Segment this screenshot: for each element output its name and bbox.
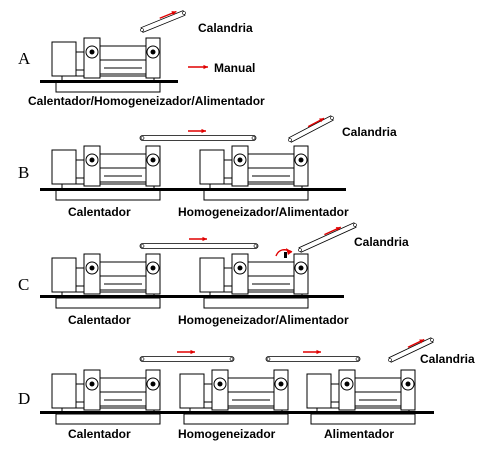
ground-line bbox=[40, 188, 346, 191]
row-letter-d: D bbox=[18, 389, 30, 408]
mill-c-2 bbox=[199, 253, 309, 309]
caption-a: Calentador/Homogeneizador/Alimentador bbox=[28, 94, 265, 108]
feed-arrow bbox=[307, 117, 325, 128]
calandria-label-b: Calandria bbox=[342, 125, 397, 139]
mill-b-1 bbox=[51, 145, 161, 201]
mill-d-3 bbox=[306, 369, 416, 425]
caption-d-2: Homogeneizador bbox=[178, 427, 276, 441]
manual-legend-label: Manual bbox=[214, 61, 255, 75]
row-letter-c: C bbox=[18, 275, 29, 294]
conveyor-c bbox=[139, 243, 259, 249]
caption-c-2: Homogeneizador/Alimentador bbox=[178, 313, 349, 327]
transfer-arrow bbox=[303, 349, 321, 355]
manual-legend-arrow bbox=[188, 64, 208, 70]
manual-transfer-arrowhead bbox=[286, 248, 292, 255]
ground-line bbox=[40, 295, 344, 298]
caption-b-2: Homogeneizador/Alimentador bbox=[178, 205, 349, 219]
caption-b-1: Calentador bbox=[68, 205, 131, 219]
row-letter-b: B bbox=[18, 163, 29, 182]
mill-d-1 bbox=[51, 369, 161, 425]
conveyor-d-1 bbox=[139, 356, 235, 362]
conveyor-d-2 bbox=[265, 356, 361, 362]
mill-c-1 bbox=[51, 253, 161, 309]
feed-arrow bbox=[407, 338, 425, 348]
calandria-conveyor-d bbox=[388, 337, 434, 363]
ground-line bbox=[40, 411, 434, 414]
mill-b-2 bbox=[199, 145, 309, 201]
transfer-arrow bbox=[177, 349, 195, 355]
calandria-label-c: Calandria bbox=[354, 235, 409, 249]
ground-line bbox=[40, 80, 178, 83]
feed-arrow bbox=[324, 226, 342, 236]
row-letter-a: A bbox=[18, 49, 31, 68]
calandria-label-a: Calandria bbox=[198, 21, 253, 35]
calandria-conveyor-c bbox=[298, 222, 357, 253]
feed-arrow bbox=[159, 10, 177, 19]
mill-a bbox=[51, 37, 161, 93]
calandria-conveyor-a bbox=[140, 10, 186, 33]
transfer-arrow bbox=[189, 236, 207, 242]
strip-guide bbox=[284, 252, 287, 258]
caption-d-1: Calentador bbox=[68, 427, 131, 441]
caption-c-1: Calentador bbox=[68, 313, 131, 327]
transfer-arrow bbox=[188, 128, 206, 134]
calandria-conveyor-b bbox=[288, 115, 334, 143]
calandria-label-d: Calandria bbox=[420, 352, 475, 366]
mill-d-2 bbox=[179, 369, 289, 425]
conveyor-b bbox=[139, 135, 257, 141]
caption-d-3: Alimentador bbox=[324, 427, 394, 441]
